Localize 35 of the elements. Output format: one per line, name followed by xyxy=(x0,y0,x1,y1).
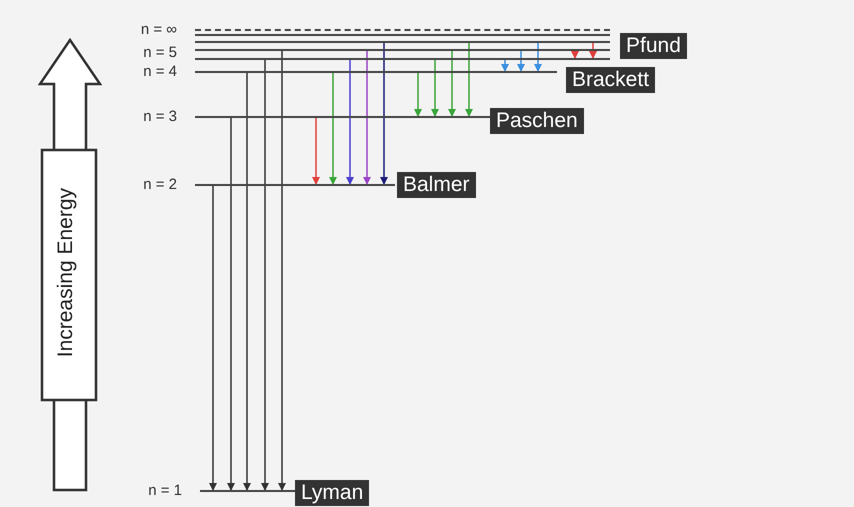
energy-level-line xyxy=(195,49,610,51)
transition-arrow xyxy=(589,42,597,59)
transition-arrow xyxy=(517,50,525,72)
energy-level-line xyxy=(195,41,610,43)
axis-label: Increasing Energy xyxy=(53,188,78,358)
transition-arrow xyxy=(329,72,337,185)
transition-arrow xyxy=(431,59,439,117)
level-label: n = 1 xyxy=(148,483,182,499)
level-label: n = 4 xyxy=(143,64,177,80)
series-label: Lyman xyxy=(295,480,370,506)
transition-arrow xyxy=(414,72,422,117)
transition-arrow xyxy=(363,50,371,185)
level-label: n = ∞ xyxy=(140,22,177,38)
transition-arrow xyxy=(243,72,251,491)
transition-arrow xyxy=(261,59,269,491)
series-label: Balmer xyxy=(397,172,476,198)
transition-arrow xyxy=(571,50,579,59)
energy-level-line xyxy=(195,34,610,36)
level-label: n = 3 xyxy=(143,109,177,125)
transition-arrow xyxy=(534,42,542,72)
transition-arrow xyxy=(278,50,286,491)
energy-arrow xyxy=(38,38,102,492)
transition-arrow xyxy=(501,59,509,72)
transition-arrow xyxy=(465,42,473,117)
level-label: n = 5 xyxy=(143,45,177,61)
series-label: Paschen xyxy=(490,108,584,134)
transition-arrow xyxy=(209,185,217,491)
transition-arrow xyxy=(448,50,456,117)
transition-arrow xyxy=(380,42,388,185)
level-label: n = 2 xyxy=(143,177,177,193)
series-label: Brackett xyxy=(566,67,656,93)
series-label: Pfund xyxy=(620,33,687,59)
transition-arrow xyxy=(312,117,320,185)
transition-arrow xyxy=(227,117,235,491)
transition-arrow xyxy=(346,59,354,185)
